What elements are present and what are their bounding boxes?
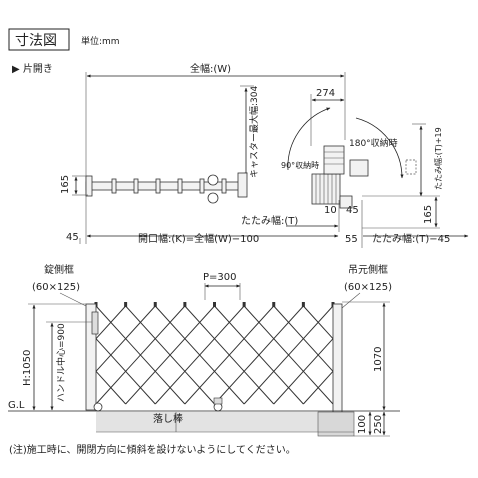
title: 寸法図 (15, 33, 57, 49)
rotation-arc-180 (355, 117, 404, 179)
dim-10: 10 (324, 205, 337, 216)
opening-width: 開口幅:(K)=全幅(W)−100 (138, 232, 259, 245)
dim-1070: 1070 (373, 347, 384, 372)
foundation (317, 411, 355, 437)
lock-post-label: 錠側框 (44, 263, 74, 276)
fold-width-t45: たたみ幅:(T)−45 (372, 232, 450, 245)
lock-side-post (85, 303, 97, 411)
dim-45-left: 45 (66, 232, 79, 243)
fold-width-t19: たたみ幅:(T)+19 (433, 127, 443, 190)
pitch-label: P=300 (203, 272, 237, 283)
handle-center-label: ハンドル中心=900 (55, 323, 67, 402)
folded-position-180 (405, 159, 417, 175)
end-post-plan (85, 175, 93, 197)
height-label: H:1050 (22, 350, 33, 386)
fold-width-t: たたみ幅:(T) (241, 214, 298, 227)
folded-stack-plan (311, 145, 369, 209)
hinge-side-post (332, 303, 343, 423)
ground-level-label: G.L (8, 400, 25, 411)
construction-note: (注)施工時に、開閉方向に傾斜を設けないようにしてください。 (9, 443, 296, 456)
drop-rod-label: 落し棒 (153, 412, 183, 425)
lattice-panel (94, 302, 335, 405)
dim-274: 274 (316, 88, 335, 99)
rail-posts-plan (111, 178, 227, 194)
section-label: ▶ 片開き (12, 62, 53, 75)
lock-post-size: (60×125) (32, 282, 80, 293)
caster-wheels-plan (207, 172, 248, 204)
full-width-label: 全幅:(W) (190, 62, 231, 75)
dim-100: 100 (357, 415, 368, 434)
dim-45-mid: 45 (346, 205, 359, 216)
rotation-180-label: 180°収納時 (349, 137, 398, 149)
dim-165-left: 165 (60, 175, 71, 194)
rotation-90-label: 90°収納時 (281, 160, 319, 170)
title-box (8, 28, 70, 51)
lock-handle (91, 311, 99, 335)
caster-width-label: キャスター最大幅:304 (248, 86, 260, 178)
ground-slab (96, 412, 334, 432)
unit-label: 単位:mm (81, 35, 120, 47)
dim-250: 250 (373, 415, 384, 434)
hinge-post-size: (60×125) (344, 282, 392, 293)
casters-elevation (93, 397, 223, 412)
hinge-post-label: 吊元側框 (348, 263, 388, 276)
dim-55: 55 (345, 234, 358, 245)
rotation-arc-90 (287, 107, 331, 171)
dim-165-right: 165 (423, 205, 434, 224)
